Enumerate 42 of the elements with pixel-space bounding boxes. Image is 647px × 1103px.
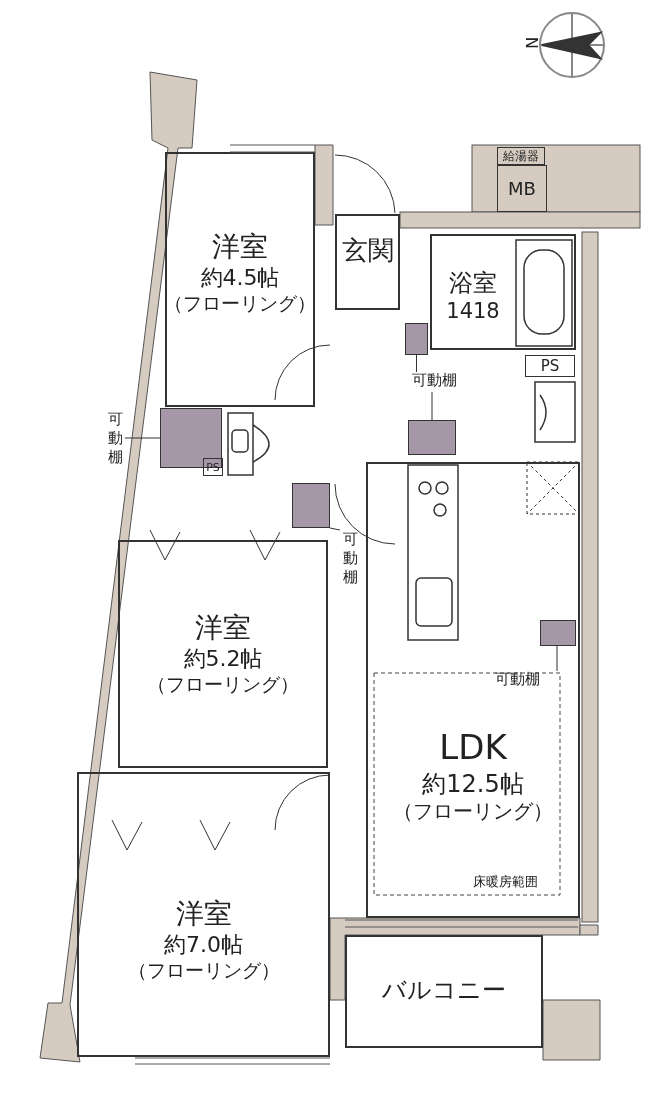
area-label: 約5.2帖 xyxy=(183,645,263,673)
leader-line xyxy=(431,391,433,421)
leader-line xyxy=(416,354,417,373)
shelf-block xyxy=(292,483,330,528)
floor-heating-note: 床暖房範囲 xyxy=(473,875,538,890)
leader-line xyxy=(329,527,341,531)
room-name: バルコニー xyxy=(382,975,506,1005)
room-outline xyxy=(335,214,400,310)
floor-type-label: （フローリング） xyxy=(127,958,280,983)
shelf-block xyxy=(540,620,576,646)
area-label: 約4.5帖 xyxy=(200,264,280,292)
area-label: 約12.5帖 xyxy=(422,768,524,799)
room-outline xyxy=(77,772,330,1057)
equipment-box: PS xyxy=(203,458,223,476)
shelf-block xyxy=(408,420,456,455)
room-outline xyxy=(345,935,543,1048)
room-outline xyxy=(165,152,315,407)
shelf-label: 可動棚 xyxy=(495,671,557,691)
room-outline xyxy=(118,540,328,768)
floor-type-label: （フローリング） xyxy=(393,798,553,824)
room-name: 浴室 xyxy=(449,268,497,298)
room-name: 洋室 xyxy=(195,610,251,645)
size-code: 1418 xyxy=(446,298,500,325)
north-mark: N xyxy=(524,36,542,49)
room-name: LDK xyxy=(439,726,507,769)
room-outline xyxy=(430,234,576,350)
leader-line xyxy=(124,437,161,439)
room-outline xyxy=(366,462,580,918)
shelf-label: 可動棚 xyxy=(105,410,125,472)
room-name: 玄関 xyxy=(341,234,394,267)
room-name: 洋室 xyxy=(175,896,232,931)
equipment-box: 給湯器 xyxy=(497,147,545,165)
leader-line xyxy=(556,645,558,672)
room-name: 洋室 xyxy=(212,229,268,264)
shelf-block xyxy=(405,323,428,355)
area-label: 約7.0帖 xyxy=(164,931,243,959)
floor-type-label: （フローリング） xyxy=(164,291,316,316)
equipment-box: PS xyxy=(525,355,575,377)
shelf-label: 可動棚 xyxy=(340,530,360,592)
equipment-box: MB xyxy=(497,165,547,212)
shelf-label: 可動棚 xyxy=(412,372,476,392)
floor-type-label: （フローリング） xyxy=(147,672,299,697)
